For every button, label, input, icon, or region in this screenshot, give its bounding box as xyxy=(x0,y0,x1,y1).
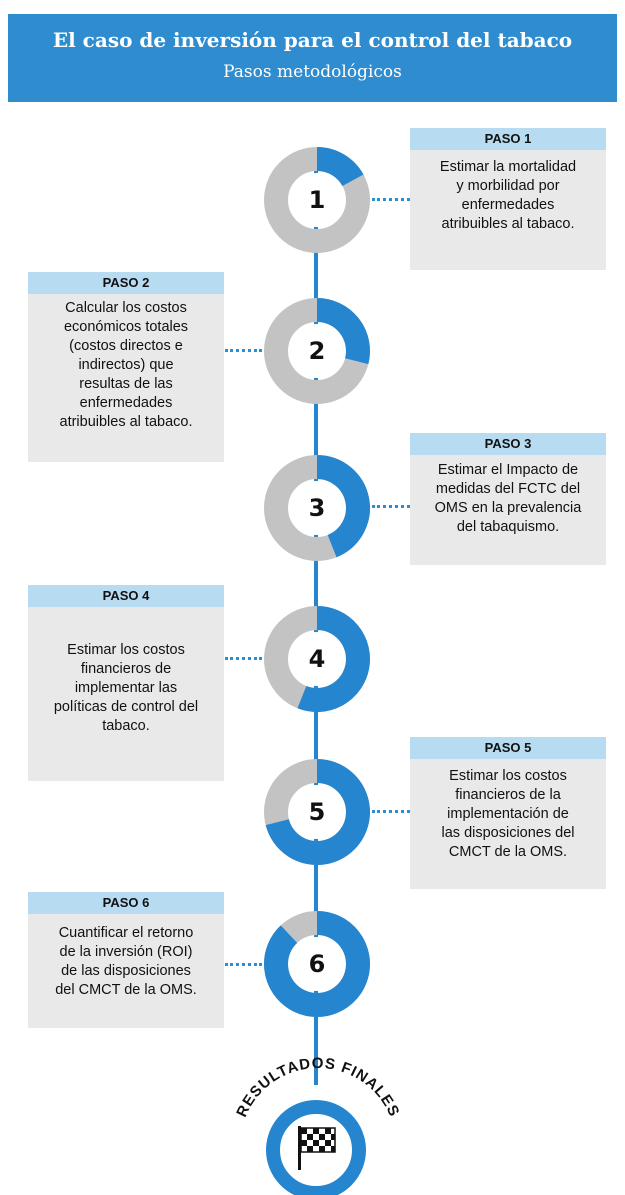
step-2-card: PASO 2 Calcular los costos económicos to… xyxy=(28,272,224,462)
svg-text:RESULTADOS FINALES: RESULTADOS FINALES xyxy=(233,1055,403,1120)
step-2-text-line: Calcular los costos xyxy=(65,300,187,316)
step-5-text-line: las disposiciones del xyxy=(441,825,575,841)
step-1-text: Estimar la mortalidad y morbilidad por e… xyxy=(410,150,606,234)
step-4-text-line: Estimar los costos xyxy=(67,642,185,658)
ring-center xyxy=(290,173,344,227)
final-ring xyxy=(266,1100,366,1195)
step-4-text: Estimar los costos financieros de implem… xyxy=(28,607,224,736)
step-3-text-line: Estimar el Impacto de xyxy=(437,462,579,478)
step-2-ring: 2 xyxy=(262,296,372,406)
step-4-card: PASO 4 Estimar los costos financieros de… xyxy=(28,585,224,781)
step-5-card: PASO 5 Estimar los costos financieros de… xyxy=(410,737,606,889)
ring-progress-arc xyxy=(316,298,370,365)
step-2-text: Calcular los costos económicos totales (… xyxy=(28,294,224,432)
checkered-flag-icon xyxy=(298,1126,336,1170)
header-banner: El caso de inversión para el control del… xyxy=(8,14,617,102)
step-4-connector xyxy=(225,657,262,660)
step-1-text-line: atribuibles al tabaco. xyxy=(441,216,575,232)
step-2-text-line: resultas de las xyxy=(79,376,173,392)
page-title: El caso de inversión para el control del… xyxy=(52,28,573,52)
ring-center xyxy=(290,481,344,535)
step-1-ring: 1 xyxy=(262,145,372,255)
step-1-connector xyxy=(372,198,410,201)
step-6-connector xyxy=(225,963,262,966)
step-4-text-line: tabaco. xyxy=(102,718,150,734)
step-6-label: PASO 6 xyxy=(28,892,224,914)
step-5-ring: 5 xyxy=(262,757,372,867)
ring-progress-arc xyxy=(265,759,370,865)
step-4-text-line: políticas de control del xyxy=(53,699,199,715)
page-subtitle: Pasos metodológicos xyxy=(223,62,402,82)
step-3-ring: 3 xyxy=(262,453,372,563)
step-3-text-line: del tabaquismo. xyxy=(456,519,560,535)
step-5-label: PASO 5 xyxy=(410,737,606,759)
step-5-text-line: financieros de la xyxy=(455,787,561,803)
step-6-text-line: Cuantificar el retorno xyxy=(58,925,194,941)
step-6-text-line: del CMCT de la OMS. xyxy=(55,982,197,998)
step-2-text-line: atribuibles al tabaco. xyxy=(59,414,193,430)
ring-center xyxy=(290,632,344,686)
ring-center xyxy=(290,324,344,378)
step-5-text-line: CMCT de la OMS. xyxy=(448,844,568,860)
step-3-text: Estimar el Impacto de medidas del FCTC d… xyxy=(410,455,606,537)
step-5-text-line: implementación de xyxy=(447,806,569,822)
step-2-label: PASO 2 xyxy=(28,272,224,294)
step-3-text-line: medidas del FCTC del xyxy=(435,481,581,497)
step-4-ring: 4 xyxy=(262,604,372,714)
step-1-text-line: Estimar la mortalidad xyxy=(439,159,577,175)
step-2-connector xyxy=(225,349,262,352)
step-1-text-line: y morbilidad por xyxy=(456,178,560,194)
step-4-label: PASO 4 xyxy=(28,585,224,607)
step-3-text-line: OMS en la prevalencia xyxy=(434,500,582,516)
step-2-text-line: indirectos) que xyxy=(78,357,174,373)
step-5-text: Estimar los costos financieros de la imp… xyxy=(410,759,606,862)
step-3-label: PASO 3 xyxy=(410,433,606,455)
step-2-text-line: económicos totales xyxy=(63,319,189,335)
ring-center xyxy=(290,937,344,991)
step-6-ring: 6 xyxy=(262,909,372,1019)
ring-progress-arc xyxy=(297,606,370,712)
ring-center xyxy=(290,785,344,839)
final-results-label: RESULTADOS FINALES xyxy=(233,1055,402,1120)
ring-progress-arc xyxy=(316,455,370,558)
step-6-card: PASO 6 Cuantificar el retorno de la inve… xyxy=(28,892,224,1028)
ring-progress-arc xyxy=(264,911,370,1017)
step-6-text: Cuantificar el retorno de la inversión (… xyxy=(28,914,224,1000)
step-5-connector xyxy=(372,810,410,813)
step-2-text-line: (costos directos e xyxy=(69,338,183,354)
step-3-card: PASO 3 Estimar el Impacto de medidas del… xyxy=(410,433,606,565)
step-6-text-line: de las disposiciones xyxy=(61,963,191,979)
step-6-text-line: de la inversión (ROI) xyxy=(59,944,193,960)
step-2-text-line: enfermedades xyxy=(79,395,173,411)
step-5-text-line: Estimar los costos xyxy=(449,768,567,784)
step-4-text-line: financieros de xyxy=(80,661,172,677)
step-1-label: PASO 1 xyxy=(410,128,606,150)
step-4-text-line: implementar las xyxy=(74,680,178,696)
step-1-text-line: enfermedades xyxy=(461,197,555,213)
step-3-connector xyxy=(372,505,410,508)
step-1-card: PASO 1 Estimar la mortalidad y morbilida… xyxy=(410,128,606,270)
ring-progress-arc xyxy=(316,147,364,187)
